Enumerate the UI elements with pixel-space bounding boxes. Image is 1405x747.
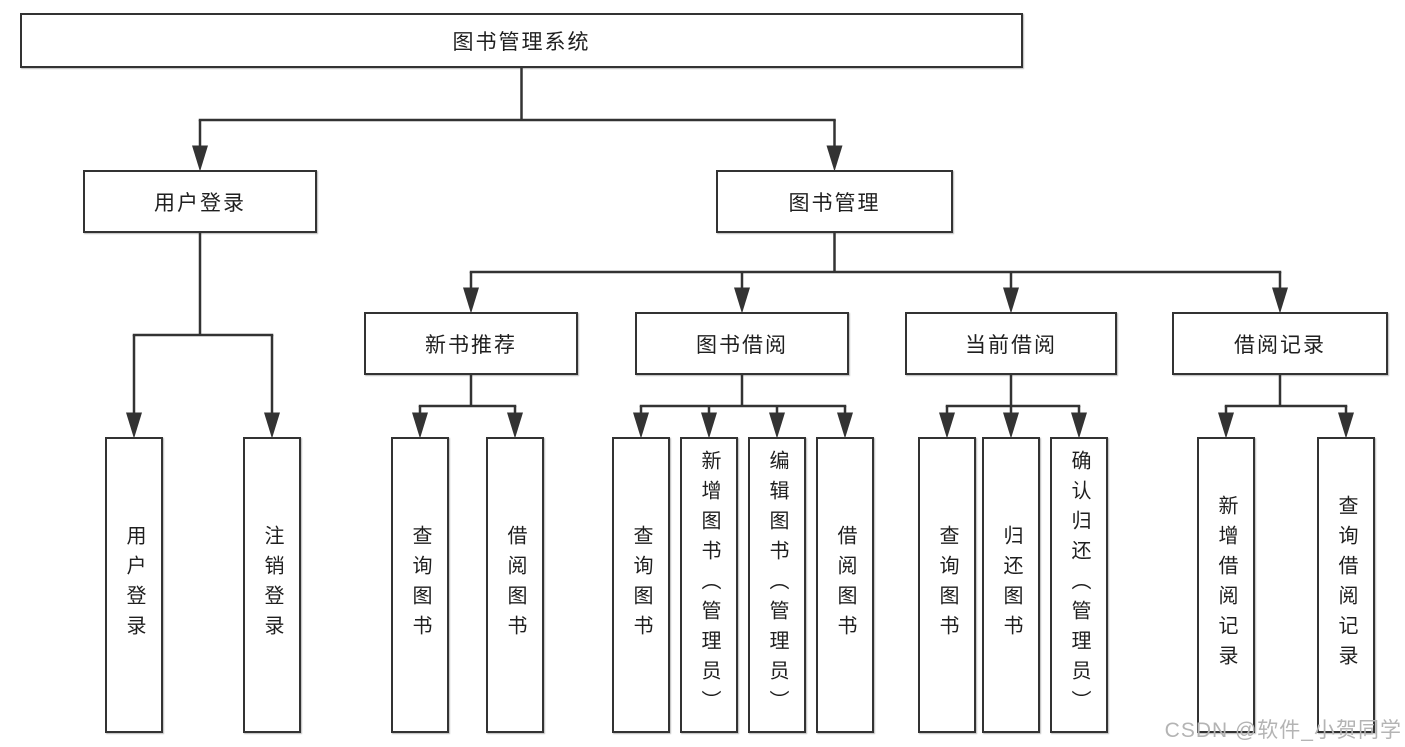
node-book-management: 图书管理 [716,170,953,233]
leaf-confirm-return-admin-label: 确认归还（管理员） [1068,450,1090,720]
node-new-book-recommend: 新书推荐 [364,312,578,375]
arrow-down-icon [192,145,208,172]
watermark: CSDN @软件_小贺同学 [1164,719,1402,742]
leaf-search-books-label: 查询图书 [936,525,958,645]
leaf-edit-books-admin: 编辑图书（管理员） [748,437,806,733]
arrow-down-icon [264,412,280,439]
arrow-down-icon [126,412,142,439]
leaf-logout: 注销登录 [243,437,301,733]
leaf-add-borrow-record-label: 新增借阅记录 [1215,495,1237,675]
arrow-down-icon [837,412,853,439]
leaf-search-books: 查询图书 [918,437,976,733]
arrow-down-icon [1338,412,1354,439]
node-borrow-records-label: 借阅记录 [1234,333,1326,357]
node-user-login-label: 用户登录 [154,191,246,215]
leaf-search-books: 查询图书 [391,437,449,733]
leaf-edit-books-admin-label: 编辑图书（管理员） [766,450,788,720]
node-user-login: 用户登录 [83,170,317,233]
arrow-down-icon [1071,412,1087,439]
leaf-borrow-books: 借阅图书 [816,437,874,733]
arrow-down-icon [1003,287,1019,314]
leaf-borrow-books-label: 借阅图书 [504,525,526,645]
arrow-down-icon [507,412,523,439]
arrow-down-icon [1003,412,1019,439]
arrow-down-icon [463,287,479,314]
arrow-down-icon [769,412,785,439]
node-current-borrow-label: 当前借阅 [965,333,1057,357]
arrow-down-icon [412,412,428,439]
node-book-management-label: 图书管理 [788,191,881,215]
node-root-library-system: 图书管理系统 [20,13,1023,68]
arrow-down-icon [633,412,649,439]
leaf-borrow-books: 借阅图书 [486,437,544,733]
leaf-confirm-return-admin: 确认归还（管理员） [1050,437,1108,733]
node-book-borrow: 图书借阅 [635,312,849,375]
node-new-book-recommend-label: 新书推荐 [425,333,517,357]
node-root-library-system-label: 图书管理系统 [452,30,591,54]
leaf-user-login: 用户登录 [105,437,163,733]
arrow-down-icon [734,287,750,314]
leaf-borrow-books-label: 借阅图书 [834,525,856,645]
leaf-return-books: 归还图书 [982,437,1040,733]
leaf-user-login-label: 用户登录 [123,525,145,645]
leaf-add-books-admin: 新增图书（管理员） [680,437,738,733]
arrow-down-icon [826,145,843,172]
arrow-down-icon [1272,287,1288,314]
arrow-down-icon [939,412,955,439]
node-book-borrow-label: 图书借阅 [696,333,788,357]
leaf-return-books-label: 归还图书 [1000,525,1022,645]
leaf-logout-label: 注销登录 [261,525,283,645]
leaf-search-borrow-record-label: 查询借阅记录 [1335,495,1357,675]
node-current-borrow: 当前借阅 [905,312,1117,375]
leaf-search-books-label: 查询图书 [630,525,652,645]
node-borrow-records: 借阅记录 [1172,312,1388,375]
leaf-add-borrow-record: 新增借阅记录 [1197,437,1255,733]
leaf-add-books-admin-label: 新增图书（管理员） [698,450,720,720]
arrow-down-icon [701,412,717,439]
leaf-search-books-label: 查询图书 [409,525,431,645]
leaf-search-borrow-record: 查询借阅记录 [1317,437,1375,733]
leaf-search-books: 查询图书 [612,437,670,733]
arrow-down-icon [1218,412,1234,439]
